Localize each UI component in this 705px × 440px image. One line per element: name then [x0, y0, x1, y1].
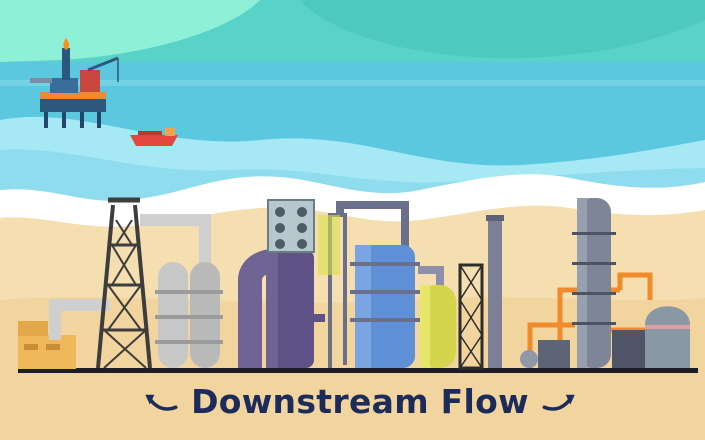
offshore-rig: [30, 38, 119, 128]
pipe-frame: [301, 213, 347, 368]
caption-text: Downstream Flow: [191, 381, 529, 421]
purple-column: [238, 248, 314, 368]
chimney: [486, 215, 504, 368]
lattice-tower: [458, 263, 484, 370]
sea-highlight: [0, 80, 705, 86]
left-pipes: [49, 214, 211, 340]
curved-arrow-right-icon: [542, 394, 575, 411]
control-building: [18, 321, 76, 369]
dome-tank: [645, 306, 690, 368]
cooling-fans: [267, 199, 315, 253]
tall-column: [572, 198, 616, 368]
curved-arrow-left-icon: [145, 394, 178, 411]
blue-vessel: [336, 201, 420, 368]
derrick-tower: [96, 197, 152, 369]
caption: Downstream Flow: [140, 372, 580, 430]
grey-tanks: [155, 262, 223, 368]
sky-cloud-right: [300, 0, 705, 59]
ground-line: [18, 368, 698, 373]
yellow-tank: [418, 266, 456, 368]
tanker-ship: [130, 128, 178, 146]
